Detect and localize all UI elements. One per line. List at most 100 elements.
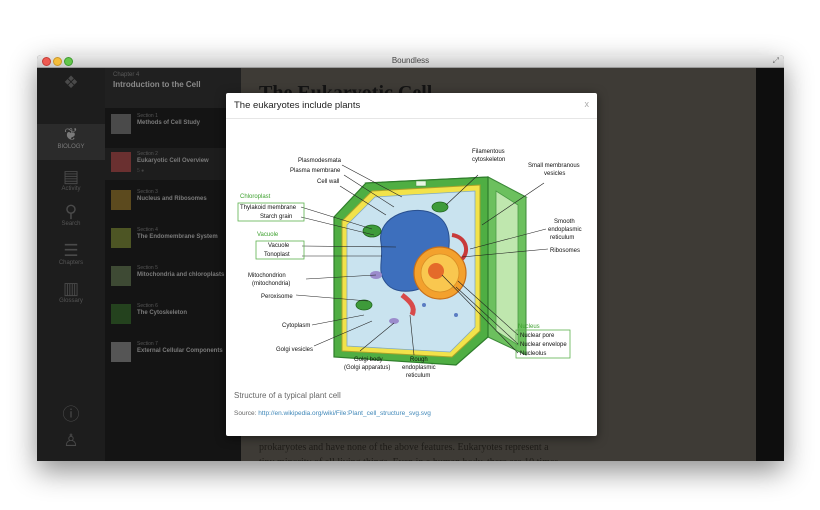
label-starch: Starch grain	[260, 214, 292, 220]
label-rough-er-3: reticulum	[406, 373, 430, 379]
toc-section-item[interactable]: Section 1 Methods of Cell Study	[105, 110, 241, 142]
section-number: Section 1	[137, 113, 158, 119]
diagram-labels: Plasmodesmata Plasma membrane Cell wall …	[240, 149, 582, 379]
label-thylakoid: Thylakoid membrane	[240, 205, 297, 211]
sidebar-item-info[interactable]: ⓘ	[37, 406, 105, 424]
section-title: Methods of Cell Study	[137, 120, 200, 126]
section-title: The Cytoskeleton	[137, 310, 188, 316]
body-paragraph: prokaryotes and have none of the above f…	[259, 442, 558, 461]
section-thumbnail	[111, 152, 131, 172]
label-ribosomes: Ribosomes	[550, 248, 580, 254]
section-thumbnail	[111, 190, 131, 210]
toc-section-item[interactable]: Section 5 Mitochondria and chloroplasts	[105, 262, 241, 294]
label-nuclear-pore: Nuclear pore	[520, 333, 555, 339]
label-golgi-apparatus: (Golgi apparatus)	[344, 365, 390, 371]
close-window-button[interactable]	[42, 57, 51, 66]
label-smooth-er-1: Smooth	[554, 219, 575, 225]
label-nucleolus: Nucleolus	[520, 351, 546, 357]
label-smooth-er-2: endoplasmic	[548, 227, 582, 233]
section-thumbnail	[111, 114, 131, 134]
sidebar-item-label: Search	[61, 221, 81, 227]
plant-cell-diagram: Plasmodesmata Plasma membrane Cell wall …	[237, 149, 582, 379]
search-icon: ⚲	[64, 202, 78, 221]
sidebar-item-account[interactable]: ♙	[37, 432, 105, 450]
sidebar-item-chapters[interactable]: ☰ Chapters	[37, 242, 105, 267]
minimize-window-button[interactable]	[53, 57, 62, 66]
toc-section-item[interactable]: Section 2 Eukaryotic Cell Overview 5 ●	[105, 148, 241, 180]
section-thumbnail	[111, 228, 131, 248]
label-filamentous-1: Filamentous	[472, 149, 505, 155]
sidebar-item-activity[interactable]: ▤ Activity	[37, 167, 105, 193]
sidebar-item-label: Chapters	[58, 260, 84, 266]
sidebar-item-label: Activity	[61, 186, 81, 192]
sidebar-item-label: BIOLOGY	[57, 144, 85, 150]
icon-sidebar: ❖ ❦ BIOLOGY ▤ Activity ⚲ Search ☰ Chapte…	[37, 68, 105, 461]
chapter-number: Chapter 4	[113, 72, 140, 78]
label-golgi-body: Golgi body	[354, 357, 383, 363]
leader-lines	[295, 164, 549, 356]
modal-header: The eukaryotes include plants x	[226, 93, 597, 119]
zoom-window-button[interactable]	[64, 57, 73, 66]
section-number: Section 5	[137, 265, 158, 271]
info-icon: ⓘ	[62, 405, 80, 424]
label-rough-er-1: Rough	[410, 357, 428, 363]
label-mitochondria: (mitochondria)	[252, 281, 290, 287]
toc-section-item[interactable]: Section 3 Nucleus and Ribosomes	[105, 186, 241, 218]
section-title: Mitochondria and chloroplasts	[137, 272, 225, 278]
section-pages: 5 ●	[137, 168, 145, 174]
chapter-toc: Chapter 4 Introduction to the Cell Secti…	[105, 68, 241, 461]
toc-section-item[interactable]: Section 4 The Endomembrane System	[105, 224, 241, 256]
group-boxes	[237, 202, 571, 359]
fullscreen-icon[interactable]: ⤢	[772, 56, 779, 65]
label-rough-er-2: endoplasmic	[402, 365, 436, 371]
label-mitochondrion: Mitochondrion	[248, 273, 286, 279]
section-thumbnail	[111, 342, 131, 362]
section-number: Section 3	[137, 189, 158, 195]
figure-caption: Structure of a typical plant cell	[234, 391, 341, 400]
section-title: Eukaryotic Cell Overview	[137, 158, 209, 164]
label-cytoplasm: Cytoplasm	[282, 323, 310, 329]
section-number: Section 6	[137, 303, 158, 309]
sidebar-item-glossary[interactable]: ▥ Glossary	[37, 279, 105, 305]
sidebar-item-label: Glossary	[59, 298, 83, 304]
section-title: Nucleus and Ribosomes	[137, 196, 207, 202]
label-vacuole: Vacuole	[268, 243, 290, 249]
section-number: Section 4	[137, 227, 158, 233]
toc-section-item[interactable]: Section 6 The Cytoskeleton	[105, 300, 241, 332]
leaf-icon: ❦	[63, 125, 79, 144]
label-plasmodesmata: Plasmodesmata	[298, 158, 342, 164]
book-icon: ▥	[62, 279, 80, 298]
toc-header: Chapter 4 Introduction to the Cell	[105, 68, 241, 108]
close-icon[interactable]: x	[584, 99, 590, 109]
source-label: Source:	[234, 410, 257, 417]
label-small-vesicles-2: vesicles	[544, 171, 565, 177]
image-modal: The eukaryotes include plants x	[226, 93, 597, 436]
label-cell-wall: Cell wall	[317, 179, 339, 185]
label-smooth-er-3: reticulum	[550, 235, 574, 241]
section-thumbnail	[111, 266, 131, 286]
cell-illustration	[333, 176, 528, 366]
section-thumbnail	[111, 304, 131, 324]
section-title: The Endomembrane System	[137, 234, 218, 240]
label-vacuole-group: Vacuole	[257, 232, 279, 238]
sidebar-item-home[interactable]: ❖	[37, 74, 105, 92]
label-small-vesicles-1: Small membranous	[528, 163, 580, 169]
title-bar: Boundless ⤢	[37, 55, 784, 68]
home-icon: ❖	[63, 73, 79, 92]
sidebar-item-biology[interactable]: ❦ BIOLOGY	[37, 124, 105, 160]
source-link[interactable]: http://en.wikipedia.org/wiki/File:Plant_…	[258, 410, 431, 417]
sidebar-item-search[interactable]: ⚲ Search	[37, 202, 105, 228]
label-chloroplast: Chloroplast	[240, 194, 271, 200]
label-golgi-vesicles: Golgi vesicles	[276, 347, 313, 353]
label-peroxisome: Peroxisome	[261, 294, 293, 300]
section-number: Section 2	[137, 151, 158, 157]
label-plasma-membrane: Plasma membrane	[290, 168, 341, 174]
toc-section-item[interactable]: Section 7 External Cellular Components	[105, 338, 241, 370]
label-filamentous-2: cytoskeleton	[472, 157, 505, 163]
activity-icon: ▤	[62, 167, 80, 186]
label-nucleus: Nucleus	[518, 324, 540, 330]
figure-source: Source: http://en.wikipedia.org/wiki/Fil…	[234, 410, 431, 417]
plant-cell-figure: Plasmodesmata Plasma membrane Cell wall …	[226, 125, 597, 385]
label-nuclear-envelope: Nuclear envelope	[520, 342, 567, 348]
section-title: External Cellular Components	[137, 348, 223, 354]
